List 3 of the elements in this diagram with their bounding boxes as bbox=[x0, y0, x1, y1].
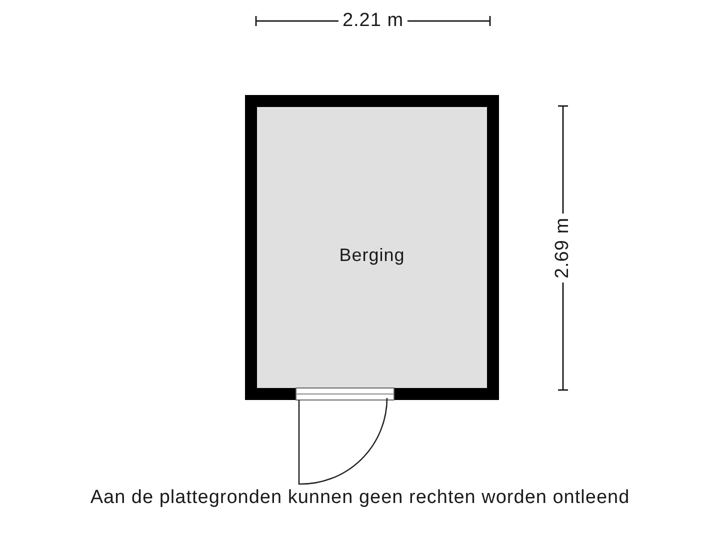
room-label: Berging bbox=[339, 245, 405, 266]
disclaimer-text: Aan de plattegronden kunnen geen rechten worden ontleend bbox=[89, 487, 631, 509]
room-outline bbox=[245, 95, 499, 400]
